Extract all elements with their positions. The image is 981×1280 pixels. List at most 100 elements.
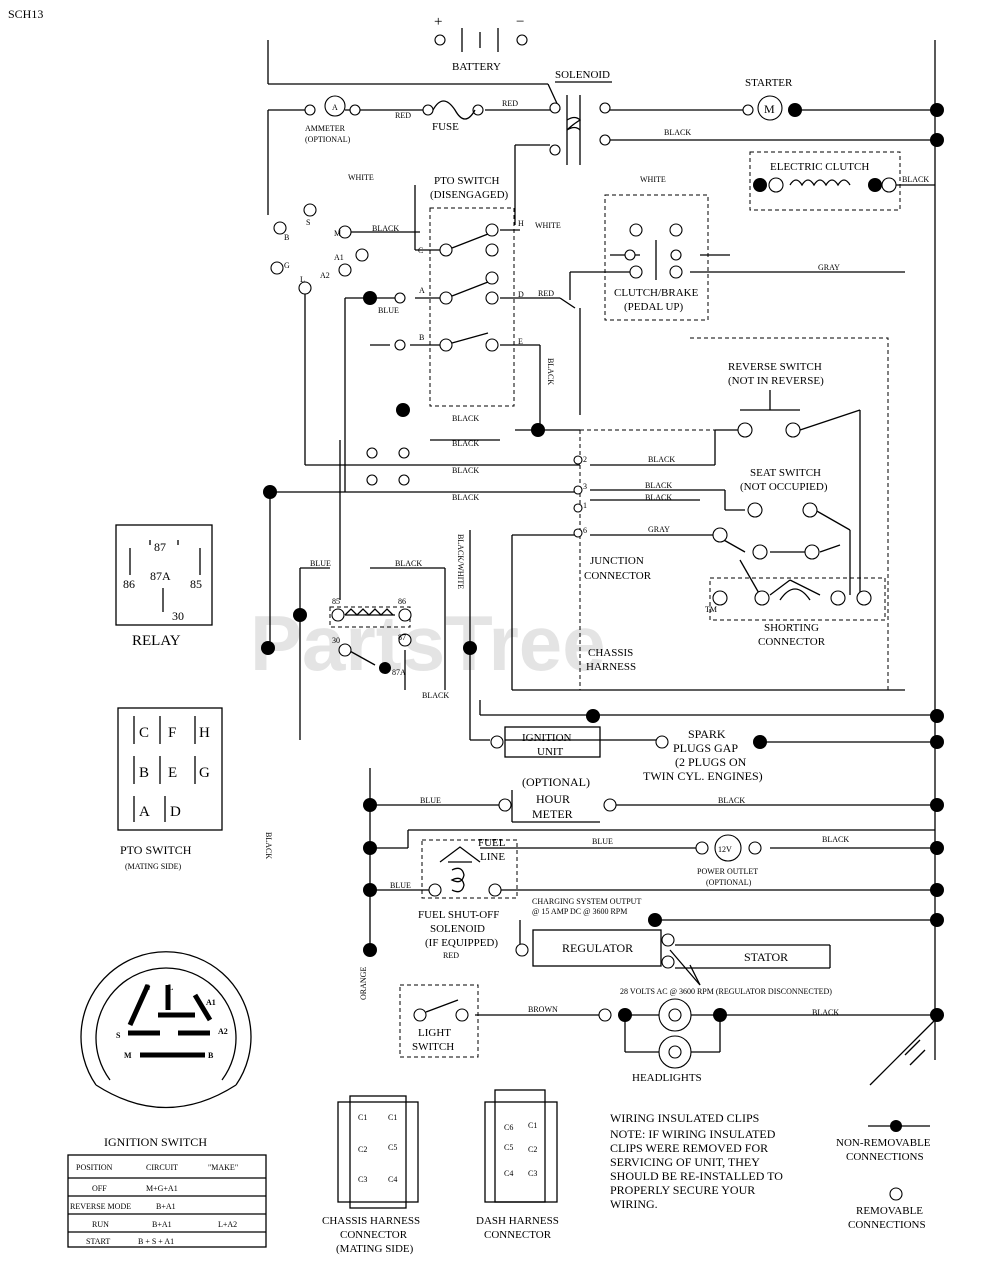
charging-output-label-2: @ 15 AMP DC @ 3600 RPM bbox=[532, 907, 627, 916]
pto-mating-label-2: (MATING SIDE) bbox=[125, 862, 182, 871]
hour-meter: (OPTIONAL) HOUR METER bbox=[498, 775, 617, 823]
fuse: FUSE bbox=[422, 100, 484, 133]
spark-plugs-label-4: TWIN CYL. ENGINES) bbox=[643, 769, 763, 783]
reverse-switch-label: REVERSE SWITCH bbox=[728, 361, 822, 373]
battery-plus: + bbox=[434, 14, 442, 30]
clips-line-1: NOTE: IF WIRING INSULATED bbox=[610, 1127, 776, 1141]
wire-black-15: BLACK bbox=[812, 1008, 839, 1017]
relay-pin-30: 30 bbox=[332, 636, 340, 645]
ign-table-r1-circ: M+G+A1 bbox=[146, 1184, 178, 1193]
power-outlet-label-2: (OPTIONAL) bbox=[706, 878, 752, 887]
pto-term-d: D bbox=[518, 290, 524, 299]
shorting-connector: SHORTING CONNECTOR bbox=[712, 588, 872, 648]
ignition-switch-label: IGNITION SWITCH bbox=[104, 1135, 207, 1149]
non-removable-label-1: NON-REMOVABLE bbox=[836, 1137, 931, 1149]
wire-black-17: BLACK bbox=[264, 832, 273, 859]
junction-connector: 2 3 1 6 JUNCTION CONNECTOR CHASSIS HARNE… bbox=[573, 455, 652, 673]
dash-cell-2: C1 bbox=[528, 1121, 537, 1130]
wire-color-labels: RED RED BLACK WHITE WHITE WHITE BLACK BL… bbox=[264, 99, 929, 1017]
dash-cell-6: C3 bbox=[528, 1169, 537, 1178]
ign-table-r1-pos: OFF bbox=[92, 1184, 107, 1193]
dash-cell-5: C4 bbox=[504, 1169, 513, 1178]
fuel-line-label-1: FUEL bbox=[478, 837, 506, 849]
relay-legend-85: 85 bbox=[190, 577, 202, 591]
relay-schematic: 85 86 30 87 87A bbox=[261, 597, 477, 677]
ign-term-a1: A1 bbox=[334, 253, 344, 262]
wire-black-10: BLACK bbox=[645, 493, 672, 502]
ammeter-optional: (OPTIONAL) bbox=[305, 135, 351, 144]
fuse-label: FUSE bbox=[432, 121, 459, 133]
wire-red-1: RED bbox=[395, 111, 411, 120]
regulator: CHARGING SYSTEM OUTPUT @ 15 AMP DC @ 360… bbox=[515, 897, 832, 996]
ignition-unit: IGNITION UNIT SPARK PLUGS GAP (2 PLUGS O… bbox=[490, 709, 767, 783]
ign-table-header-make: "MAKE" bbox=[208, 1163, 238, 1172]
ign-graphic-a2: A2 bbox=[218, 1027, 228, 1036]
clutch-brake-label: CLUTCH/BRAKE bbox=[614, 287, 699, 299]
relay-legend-30: 30 bbox=[172, 609, 184, 623]
removable-label-2: CONNECTIONS bbox=[848, 1219, 926, 1231]
battery: + − BATTERY bbox=[434, 14, 528, 73]
electric-clutch-label: ELECTRIC CLUTCH bbox=[770, 161, 869, 173]
ign-graphic-a1: A1 bbox=[206, 998, 216, 1007]
chassis-harness-connector: C1 C1 C2 C5 C3 C4 CHASSIS HARNESS CONNEC… bbox=[322, 1095, 420, 1255]
relay-legend: 87 87A 86 85 30 RELAY bbox=[115, 524, 213, 649]
junction-pin-1: 1 bbox=[583, 501, 587, 510]
pto-term-e: E bbox=[518, 337, 523, 346]
wire-blue-5: BLUE bbox=[390, 881, 411, 890]
wire-black-3: BLACK bbox=[902, 175, 929, 184]
chassis-cell-4: C5 bbox=[388, 1143, 397, 1152]
pto-term-h: H bbox=[518, 219, 524, 228]
dash-cell-3: C5 bbox=[504, 1143, 513, 1152]
power-outlet: 12V POWER OUTLET (OPTIONAL) bbox=[695, 834, 762, 887]
ign-table-r3-make: L+A2 bbox=[218, 1220, 237, 1229]
wire-black-13: BLACK bbox=[718, 796, 745, 805]
ign-table-r3-circ: B+A1 bbox=[152, 1220, 172, 1229]
light-switch: LIGHT SWITCH bbox=[412, 999, 469, 1053]
fuel-shutoff-label-2: SOLENOID bbox=[430, 923, 485, 935]
ignition-unit-label-1: IGNITION bbox=[522, 732, 572, 744]
battery-minus: − bbox=[516, 14, 524, 30]
clutch-brake-state: (PEDAL UP) bbox=[624, 301, 684, 313]
pto-legend-c: C bbox=[139, 725, 149, 741]
ign-table-header-circuit: CIRCUIT bbox=[146, 1163, 178, 1172]
connection-legend: NON-REMOVABLE CONNECTIONS REMOVABLE CONN… bbox=[836, 1120, 931, 1231]
ign-term-m: M bbox=[334, 229, 341, 238]
ign-table-r2-pos: REVERSE MODE bbox=[70, 1202, 131, 1211]
wire-black-11: BLACK bbox=[395, 559, 422, 568]
pto-legend-b: B bbox=[139, 765, 149, 781]
wire-brown-1: BROWN bbox=[528, 1005, 558, 1014]
dash-harness-connector: C6 C1 C5 C2 C4 C3 DASH HARNESS CONNECTOR bbox=[476, 1089, 559, 1241]
removable-label-1: REMOVABLE bbox=[856, 1205, 923, 1217]
seat-switch-state: (NOT OCCUPIED) bbox=[740, 481, 828, 493]
wire-black-9: BLACK bbox=[645, 481, 672, 490]
dash-cell-1: C6 bbox=[504, 1123, 513, 1132]
fuel-shutoff-label-3: (IF EQUIPPED) bbox=[425, 937, 498, 949]
wire-black-5: BLACK bbox=[452, 439, 479, 448]
chassis-cell-2: C1 bbox=[388, 1113, 397, 1122]
wire-white-1: WHITE bbox=[348, 173, 374, 182]
wire-blue-3: BLUE bbox=[420, 796, 441, 805]
hour-meter-label-2: METER bbox=[532, 807, 573, 821]
dash-conn-label-1: DASH HARNESS bbox=[476, 1215, 559, 1227]
ign-term-l: L bbox=[300, 275, 305, 284]
spark-plugs-label-2: PLUGS GAP bbox=[673, 741, 738, 755]
power-outlet-symbol: 12V bbox=[718, 845, 732, 854]
relay-pin-87: 87 bbox=[398, 633, 406, 642]
wire-blue-1: BLUE bbox=[378, 306, 399, 315]
chassis-conn-label-1: CHASSIS HARNESS bbox=[322, 1215, 420, 1227]
connection-dots bbox=[263, 103, 944, 1022]
stator-label: STATOR bbox=[744, 950, 788, 964]
insulated-clips-note: WIRING INSULATED CLIPS NOTE: IF WIRING I… bbox=[610, 1111, 783, 1211]
solenoid-label: SOLENOID bbox=[555, 69, 610, 81]
starter: STARTER M bbox=[742, 77, 802, 121]
shorting-connector-label-1: SHORTING bbox=[764, 622, 819, 634]
ignition-switch-graphic: G L A1 S A2 M B IGNITION SWITCH bbox=[80, 951, 252, 1149]
regulator-label: REGULATOR bbox=[562, 941, 633, 955]
ignition-terminals: B S M A1 G L A2 bbox=[270, 203, 369, 295]
junction-connector-label-2: CONNECTOR bbox=[584, 570, 652, 582]
main-wiring bbox=[267, 40, 936, 1086]
pto-legend-g: G bbox=[199, 765, 210, 781]
wire-black-2: BLACK bbox=[372, 224, 399, 233]
clips-title: WIRING INSULATED CLIPS bbox=[610, 1111, 759, 1125]
